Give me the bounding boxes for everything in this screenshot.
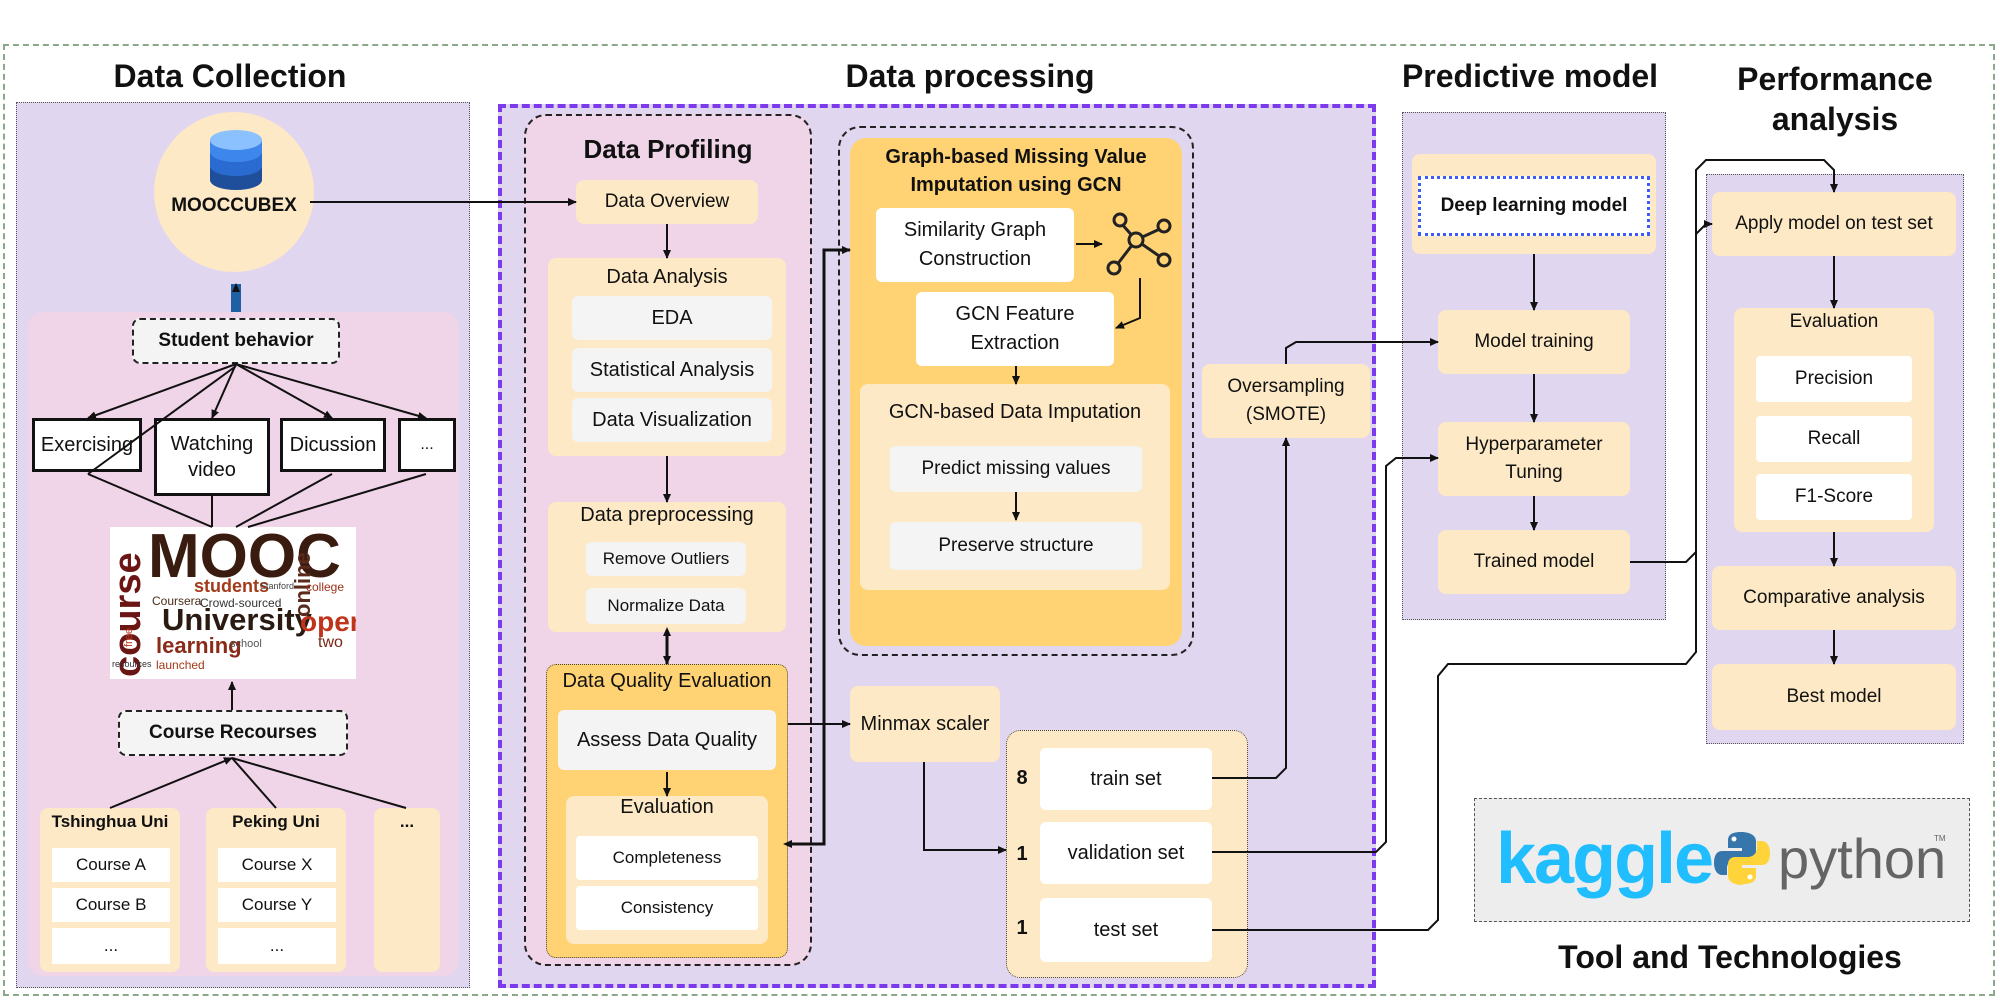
test-set-box: test set: [1040, 898, 1212, 962]
oversampling-box: Oversampling (SMOTE): [1202, 364, 1370, 438]
university-name: Peking Uni: [232, 812, 320, 831]
wordcloud-word: Coursera: [152, 594, 202, 608]
behavior-watching-video: Watching video: [154, 418, 270, 496]
statistical-analysis-box: Statistical Analysis: [572, 348, 772, 392]
course-resources-box: Course Recourses: [118, 710, 348, 756]
wordcloud-word: MOOC: [148, 527, 341, 591]
kaggle-logo: kaggle: [1496, 819, 1714, 899]
course-item: Course A: [52, 848, 170, 882]
predict-missing-values-box: Predict missing values: [890, 446, 1142, 492]
model-training-box: Model training: [1438, 310, 1630, 374]
data-visualization-box: Data Visualization: [572, 398, 772, 442]
university-card: [374, 808, 440, 972]
assess-data-quality-box: Assess Data Quality: [558, 710, 776, 770]
f1-score-box: F1-Score: [1756, 474, 1912, 520]
wordcloud-word: course: [110, 552, 149, 677]
consistency-box: Consistency: [576, 886, 758, 930]
outer-frame: [3, 44, 1995, 996]
wordcloud-word: students: [194, 576, 269, 596]
wordcloud-word: Crowd-sourced: [200, 596, 281, 610]
wordcloud-word: open: [300, 606, 356, 637]
section-title-performance-analysis: Performance analysis: [1737, 61, 1933, 137]
course-item: ...: [52, 928, 170, 964]
section-title-data-processing: Data processing: [845, 57, 1095, 94]
python-wordmark: python: [1778, 827, 1947, 890]
python-trademark: TM: [1934, 834, 1946, 843]
data-profiling-title: Data Profiling: [583, 133, 753, 164]
split-ratio: 1: [1016, 916, 1028, 939]
course-item: ...: [218, 928, 336, 964]
validation-set-box: validation set: [1040, 822, 1212, 884]
graph-network-icon: [1106, 212, 1172, 276]
wordcloud-word: Stanford: [260, 581, 294, 591]
hyperparameter-tuning-box: Hyperparameter Tuning: [1438, 422, 1630, 496]
normalize-data-box: Normalize Data: [586, 588, 746, 624]
quality-evaluation-title: Evaluation: [620, 795, 714, 818]
remove-outliers-box: Remove Outliers: [586, 542, 746, 576]
database-icon: [210, 130, 262, 190]
course-item: Course X: [218, 848, 336, 882]
wordcloud-word: learning: [156, 633, 242, 658]
wordcloud-word: launched: [156, 658, 205, 672]
data-analysis-title: Data Analysis: [606, 265, 728, 288]
behavior-discussion: Dicussion: [280, 418, 386, 472]
split-ratio: 8: [1016, 766, 1028, 789]
gcn-imputation-title: GCN-based Data Imputation: [888, 400, 1142, 423]
trained-model-box: Trained model: [1438, 530, 1630, 594]
similarity-graph-box: Similarity Graph Construction: [876, 208, 1074, 282]
section-title-data-collection: Data Collection: [113, 57, 347, 94]
apply-model-box: Apply model on test set: [1712, 192, 1956, 256]
wordcloud-word: resources: [112, 659, 152, 669]
data-preprocessing-title: Data preprocessing: [580, 503, 754, 526]
wordcloud-word: college: [306, 580, 344, 594]
course-item: Course B: [52, 888, 170, 922]
university-name: Tshinghua Uni: [51, 812, 169, 831]
best-model-box: Best model: [1712, 664, 1956, 730]
data-overview-box: Data Overview: [576, 180, 758, 224]
gcn-feature-extraction-box: GCN Feature Extraction: [916, 292, 1114, 366]
university-name: ...: [399, 812, 415, 831]
performance-evaluation-title: Evaluation: [1789, 311, 1879, 332]
section-title-predictive-model: Predictive model: [1401, 57, 1659, 94]
completeness-box: Completeness: [576, 836, 758, 880]
wordcloud-word: school: [230, 638, 262, 650]
mooccubex-label: MOOCCUBEX: [171, 195, 297, 216]
course-item: Course Y: [218, 888, 336, 922]
mooc-wordcloud-image: MOOC course University students online o…: [110, 527, 356, 679]
data-quality-title: Data Quality Evaluation: [562, 669, 772, 692]
behavior-more: ...: [398, 418, 456, 472]
comparative-analysis-box: Comparative analysis: [1712, 566, 1956, 630]
preserve-structure-box: Preserve structure: [890, 522, 1142, 570]
gcn-title: Graph-based Missing Value Imputation usi…: [885, 146, 1147, 196]
wordcloud-word: University: [162, 602, 313, 637]
deep-learning-model-box: Deep learning model: [1418, 176, 1650, 236]
behavior-exercising: Exercising: [32, 418, 142, 472]
recall-box: Recall: [1756, 416, 1912, 462]
train-set-box: train set: [1040, 748, 1212, 810]
wordcloud-word: online: [290, 552, 315, 617]
wordcloud-word: free: [123, 628, 135, 647]
python-logo-icon: [1714, 832, 1770, 885]
section-title-tools: Tool and Technologies: [1558, 938, 1902, 975]
precision-box: Precision: [1756, 356, 1912, 402]
split-ratio: 1: [1016, 842, 1028, 865]
eda-box: EDA: [572, 296, 772, 340]
wordcloud-word: two: [318, 634, 343, 651]
minmax-scaler-box: Minmax scaler: [850, 686, 1000, 762]
student-behavior-box: Student behavior: [132, 318, 340, 364]
